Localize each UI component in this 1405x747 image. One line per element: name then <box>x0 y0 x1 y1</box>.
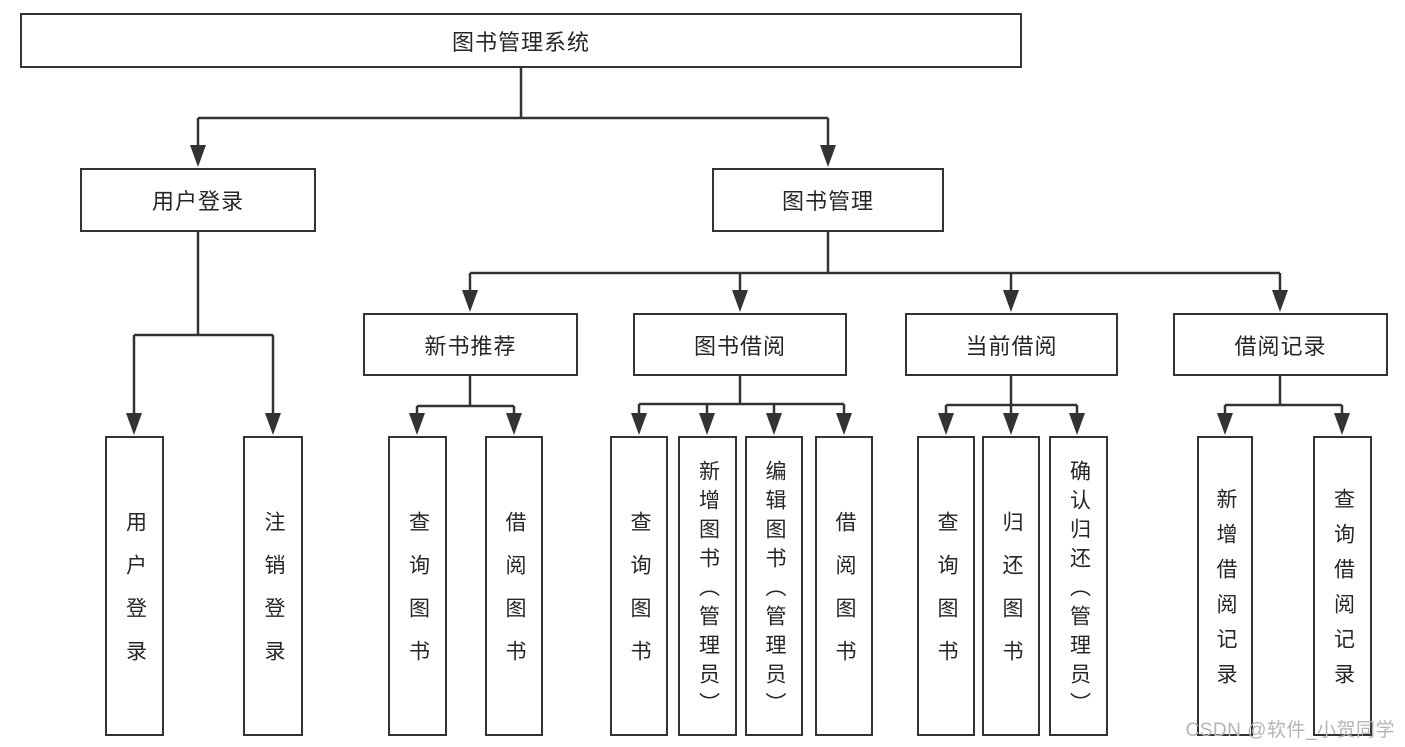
leaf-logout-label: 注销登录 <box>262 511 285 683</box>
node-borrow-records: 借阅记录 <box>1173 313 1388 376</box>
leaf-borrow-books-label: 借阅图书 <box>833 511 856 683</box>
leaf-query-books-current: 查询图书 <box>917 436 975 736</box>
node-book-borrow: 图书借阅 <box>633 313 847 376</box>
connector-new-book-children <box>409 376 522 435</box>
node-book-borrow-label: 图书借阅 <box>693 333 786 359</box>
leaf-query-books-recommend: 查询图书 <box>388 436 447 736</box>
node-current-borrow: 当前借阅 <box>905 313 1118 376</box>
connector-current-borrow-children <box>938 376 1085 435</box>
leaf-confirm-return-admin: 确认归还（管理员） <box>1049 436 1108 736</box>
csdn-watermark: CSDN @软件_小贺同学 <box>1185 720 1395 741</box>
leaf-confirm-return-admin-label: 确认归还（管理员） <box>1067 459 1091 721</box>
leaf-query-books-borrow: 查询图书 <box>610 436 668 736</box>
connector-book-management-children <box>462 232 1288 312</box>
node-book-management: 图书管理 <box>712 168 944 232</box>
connector-user-login-children <box>126 232 281 435</box>
leaf-edit-books-admin-label: 编辑图书（管理员） <box>763 459 786 721</box>
node-library-system-label: 图书管理系统 <box>451 29 590 55</box>
node-library-system: 图书管理系统 <box>20 13 1022 68</box>
leaf-query-borrow-record: 查询借阅记录 <box>1313 436 1372 736</box>
node-new-book-recommend: 新书推荐 <box>363 313 578 376</box>
node-new-book-recommend-label: 新书推荐 <box>424 333 517 359</box>
node-borrow-records-label: 借阅记录 <box>1234 333 1327 359</box>
leaf-add-borrow-record: 新增借阅记录 <box>1197 436 1253 736</box>
node-user-login-label: 用户登录 <box>151 189 244 214</box>
leaf-user-login: 用户登录 <box>105 436 164 736</box>
leaf-add-borrow-record-label: 新增借阅记录 <box>1214 488 1237 698</box>
node-book-management-label: 图书管理 <box>781 189 874 214</box>
leaf-query-books-current-label: 查询图书 <box>935 511 958 683</box>
leaf-user-login-label: 用户登录 <box>123 511 147 683</box>
leaf-borrow-books: 借阅图书 <box>815 436 873 736</box>
connector-root-to-level2 <box>190 68 836 167</box>
leaf-borrow-books-recommend: 借阅图书 <box>485 436 543 736</box>
node-user-login: 用户登录 <box>80 168 316 232</box>
leaf-return-books-label: 归还图书 <box>1000 511 1023 683</box>
leaf-query-borrow-record-label: 查询借阅记录 <box>1331 488 1355 698</box>
node-current-borrow-label: 当前借阅 <box>965 333 1058 359</box>
connector-book-borrow-children <box>631 376 852 435</box>
leaf-add-books-admin-label: 新增图书（管理员） <box>696 459 720 721</box>
leaf-add-books-admin: 新增图书（管理员） <box>678 436 737 736</box>
leaf-edit-books-admin: 编辑图书（管理员） <box>745 436 803 736</box>
leaf-return-books: 归还图书 <box>982 436 1040 736</box>
leaf-query-books-borrow-label: 查询图书 <box>628 511 651 683</box>
leaf-logout: 注销登录 <box>243 436 303 736</box>
leaf-query-books-recommend-label: 查询图书 <box>406 511 430 683</box>
connector-borrow-records-children <box>1217 376 1350 435</box>
leaf-borrow-books-recommend-label: 借阅图书 <box>503 511 526 683</box>
